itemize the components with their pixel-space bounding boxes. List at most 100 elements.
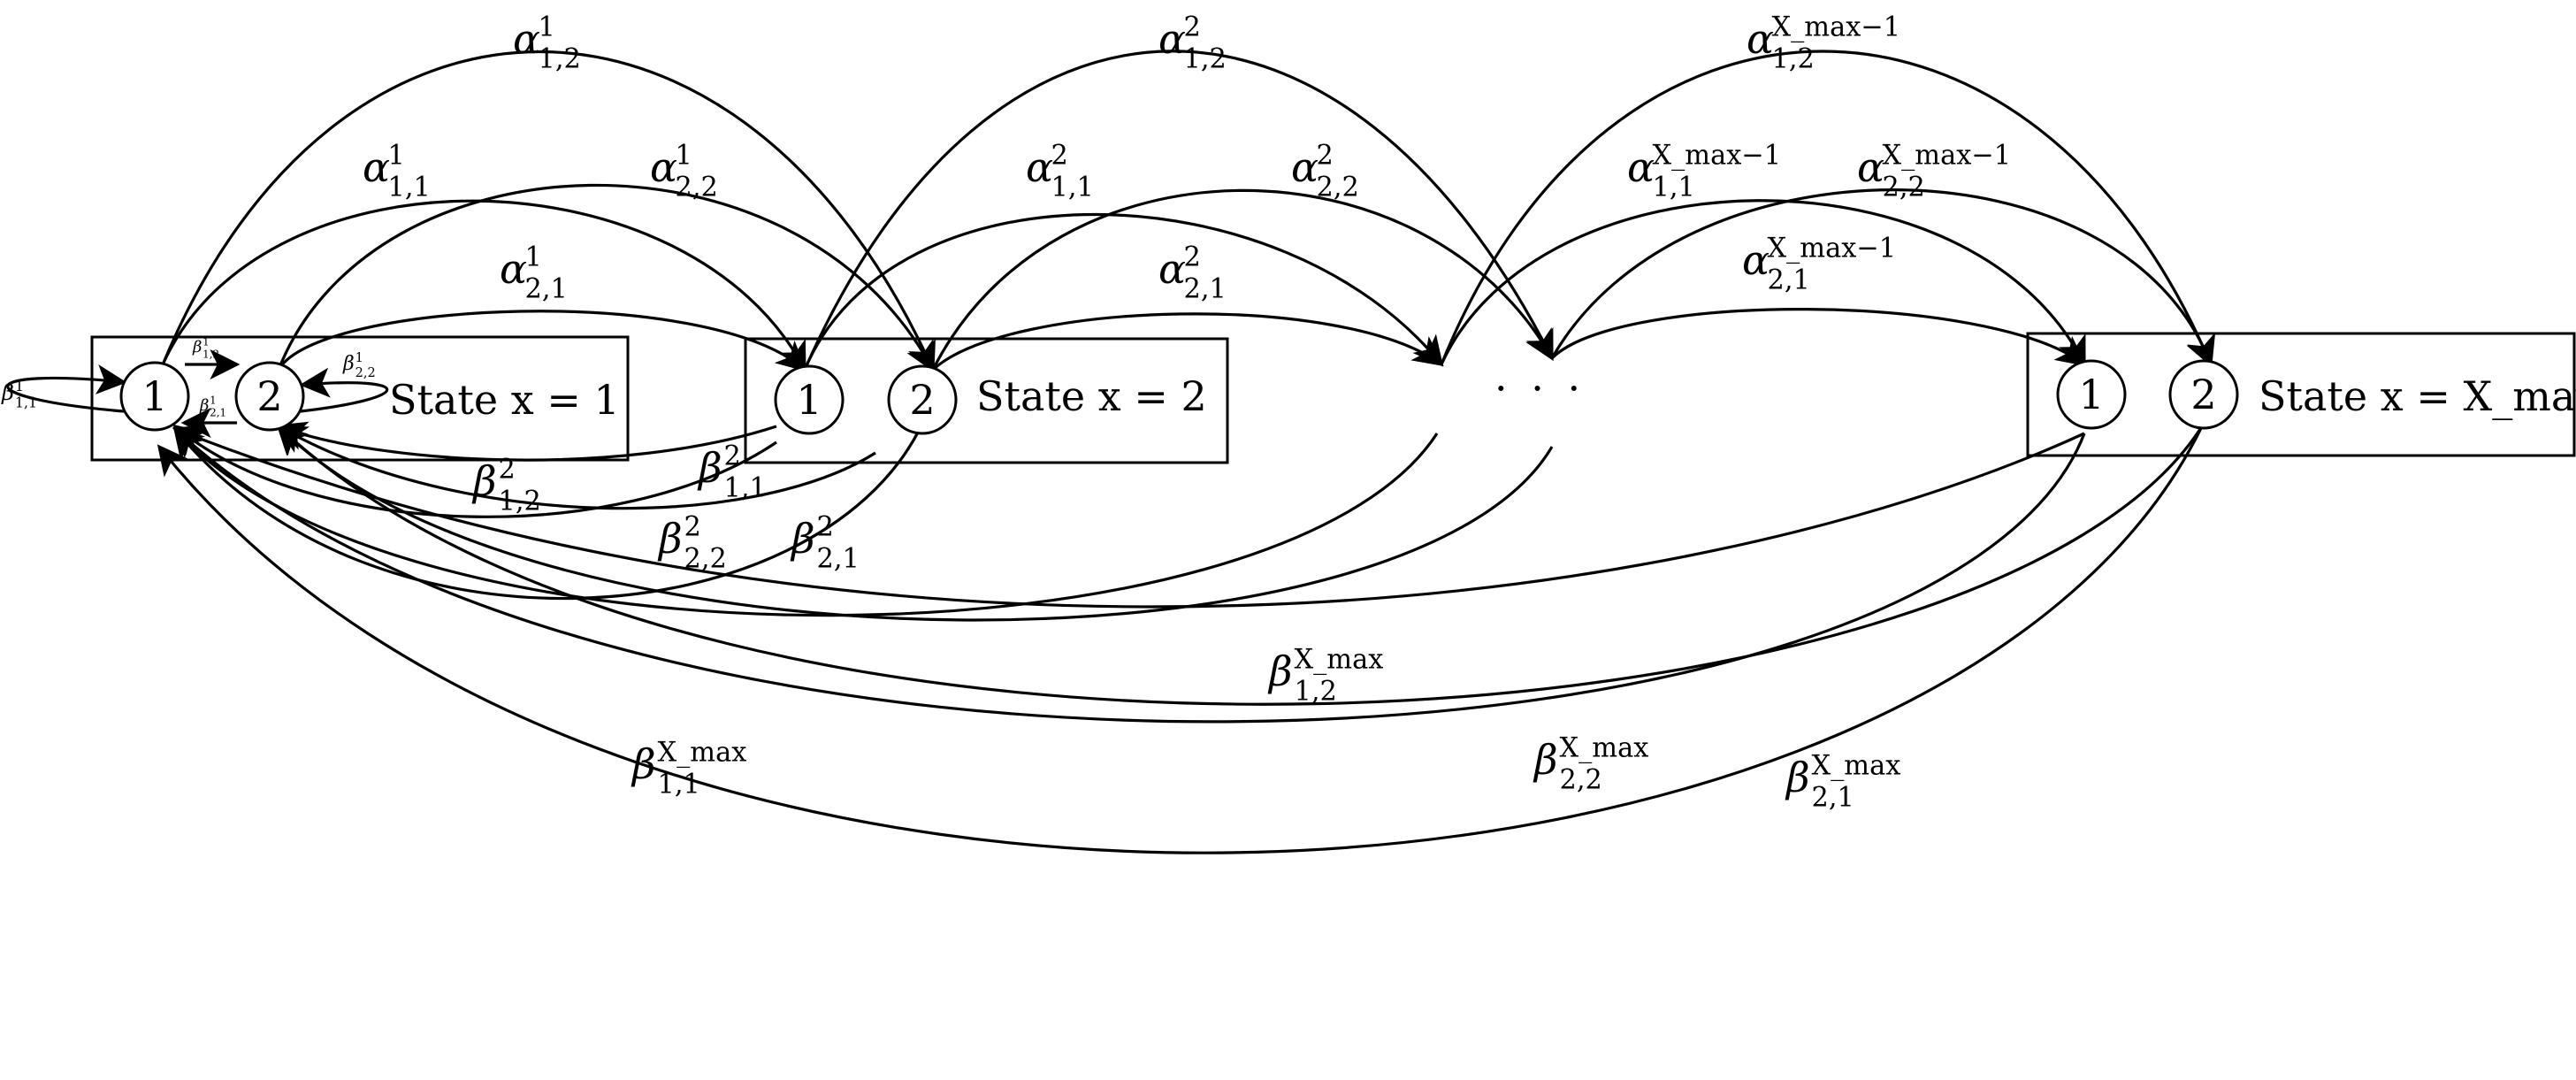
edge-label-a22_2: α22,2 <box>1291 141 1359 203</box>
edge-label-a12_m: αX_max−11,2 <box>1747 12 1900 75</box>
edge-label-subscript: 2,1 <box>1768 265 1810 296</box>
edge-label-subscript: 1,1 <box>658 770 700 800</box>
edge-label-superscript: 2 <box>1051 141 1068 172</box>
edge-alpham-1-1 <box>1440 199 2086 368</box>
edge-label-superscript: 2 <box>724 441 741 472</box>
edge-label-symbol: α <box>650 143 677 191</box>
edge-alpha2-2-1 <box>931 312 1444 371</box>
edge-label-symbol: α <box>1026 143 1053 191</box>
edge-label-superscript: 2 <box>1184 242 1201 273</box>
edge-label-symbol: β <box>1533 736 1558 784</box>
edge-betam-1-1 <box>172 426 2086 724</box>
edge-label-superscript: X_max−1 <box>1768 234 1897 264</box>
edge-beta1-loop-1 <box>6 364 127 413</box>
edge-label-subscript: 1,2 <box>1184 44 1227 75</box>
node-s2-1 <box>774 364 845 435</box>
edge-label-subscript: 1,2 <box>1772 44 1815 75</box>
edge-label-subscript: 2,1 <box>1184 274 1227 305</box>
edge-label-subscript: 1,1 <box>15 394 37 411</box>
edge-label-symbol: β <box>342 353 355 375</box>
edge-label-symbol: α <box>1742 236 1770 284</box>
edge-label-subscript: 1,1 <box>724 473 767 504</box>
edge-label-a11_1: α11,1 <box>363 141 431 203</box>
edge-label-superscript: X_max−1 <box>1883 141 2012 172</box>
edge-label-symbol: β <box>657 515 683 563</box>
edge-beta2-1-2 <box>275 421 777 462</box>
edge-label-symbol: α <box>1627 143 1655 191</box>
edge-label-superscript: 1 <box>388 141 405 172</box>
edge-label-superscript: X_max <box>1295 645 1384 676</box>
edge-label-symbol: α <box>1158 15 1186 63</box>
edge-label-symbol: α <box>363 143 390 191</box>
edge-label-subscript: 1,2 <box>539 44 581 75</box>
edge-label-superscript: 1 <box>355 351 363 365</box>
node-s1-1-label: 1 <box>141 372 167 420</box>
state-box-2 <box>744 337 1229 464</box>
node-s2-2-label: 2 <box>909 376 935 424</box>
edge-label-superscript: X_max−1 <box>1653 141 1782 172</box>
edge-label-symbol: β <box>199 396 209 415</box>
edge-alpha-1-1 <box>162 199 806 373</box>
node-sm-2 <box>2168 359 2239 430</box>
beta-edges <box>6 349 2204 854</box>
edge-label-superscript: 2 <box>817 512 834 543</box>
edge-label-superscript: 1 <box>210 394 217 406</box>
edge-label-symbol: α <box>1747 15 1774 63</box>
edge-label-symbol: α <box>500 245 527 293</box>
edge-label-subscript: 2,2 <box>684 544 727 575</box>
edge-label-subscript: 2,2 <box>1317 172 1359 203</box>
edge-label-superscript: 1 <box>203 335 210 348</box>
edge-alpha2-2-2 <box>931 188 1554 371</box>
edge-label-symbol: β <box>471 457 497 505</box>
edge-label-subscript: 1,1 <box>1051 172 1094 203</box>
edge-label-superscript: 1 <box>525 242 542 273</box>
edge-label-symbol: β <box>192 338 202 356</box>
edge-label-a11_m: αX_max−11,1 <box>1627 141 1781 203</box>
edge-label-a22_1: α12,2 <box>650 141 718 203</box>
edge-label-superscript: X_max <box>1812 751 1901 782</box>
edge-label-superscript: 2 <box>1184 12 1201 43</box>
edge-label-a11_2: α21,1 <box>1026 141 1094 203</box>
edge-label-a12_2: α21,2 <box>1158 12 1227 75</box>
edge-alpha-2-1 <box>277 310 807 372</box>
edge-alpham-1-2 <box>1440 50 2214 368</box>
state-label-1: State x = 1 <box>389 376 620 424</box>
state-label-xmax: State x = X_max <box>2259 372 2576 420</box>
edge-label-superscript: X_max <box>658 738 747 769</box>
edge-label-symbol: α <box>1291 143 1319 191</box>
edge-label-superscript: X_max <box>1560 733 1649 764</box>
node-s2-1-label: 1 <box>796 376 822 424</box>
edge-label-symbol: β <box>697 444 722 492</box>
edge-betam-2-2 <box>276 424 2204 706</box>
edge-label-symbol: β <box>1785 754 1810 801</box>
edge-label-symbol: α <box>513 15 540 63</box>
nodes: 1 2 1 2 1 2 <box>119 359 2239 435</box>
edge-label-subscript: 2,1 <box>1812 783 1854 814</box>
edge-label-subscript: 2,2 <box>1560 765 1602 796</box>
edge-alpha2-1-2 <box>803 50 1554 371</box>
node-sm-2-label: 2 <box>2190 371 2216 418</box>
edge-label-superscript: 2 <box>1317 141 1334 172</box>
node-sm-1-label: 1 <box>2078 371 2104 418</box>
edge-label-subscript: 1,2 <box>203 348 219 360</box>
state-box-xmax <box>2026 332 2576 457</box>
edge-label-subscript: 2,2 <box>1883 172 1925 203</box>
alpha-edges <box>162 50 2215 373</box>
edge-betam-dots-2 <box>276 424 1554 622</box>
node-sm-1 <box>2056 359 2127 430</box>
edge-label-a21_m: αX_max−12,1 <box>1742 234 1896 296</box>
node-s1-2-label: 2 <box>256 372 282 420</box>
edge-label-superscript: 1 <box>676 141 692 172</box>
edge-label-superscript: 2 <box>499 455 516 486</box>
